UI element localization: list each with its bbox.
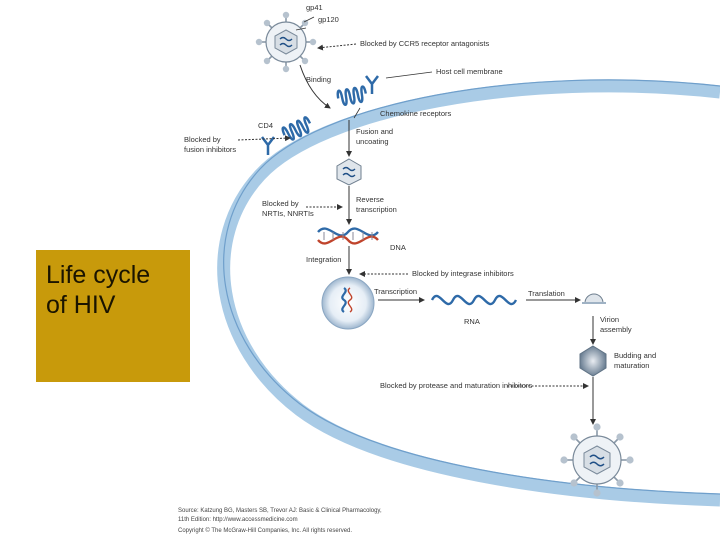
cd4-receptor <box>261 136 275 155</box>
label-integration: Integration <box>306 255 341 264</box>
label-transcription: Transcription <box>374 287 417 296</box>
label-budding-1: Budding and <box>614 351 656 360</box>
nucleus <box>321 276 375 330</box>
host-cell-membrane <box>217 79 720 507</box>
label-binding: Binding <box>306 75 331 84</box>
inhibitor-arrows <box>237 43 589 389</box>
label-fusion-1: Fusion and <box>356 127 393 136</box>
label-integrase-blocker: Blocked by integrase inhibitors <box>412 269 514 278</box>
label-rt-2: transcription <box>356 205 397 214</box>
label-ccr5-blocker: Blocked by CCR5 receptor antagonists <box>360 39 489 48</box>
label-fusion-2: uncoating <box>356 137 389 146</box>
slide-title-box: Life cycle of HIV <box>36 250 190 382</box>
label-rt-1: Reverse <box>356 195 384 204</box>
hiv-virion-bottom <box>560 423 634 497</box>
cd4-receptor-top <box>365 75 379 94</box>
label-fusion-blocker-2: fusion inhibitors <box>184 145 236 154</box>
slide-title-line-2: of HIV <box>46 291 116 319</box>
label-gp41: gp41 <box>306 3 323 12</box>
label-nrti-blocker-1: Blocked by <box>262 199 299 208</box>
label-budding-2: maturation <box>614 361 649 370</box>
label-virion-1: Virion <box>600 315 619 324</box>
label-dna: DNA <box>390 243 406 252</box>
label-chemokine: Chemokine receptors <box>380 109 452 118</box>
caption-line-1: Source: Katzung BG, Masters SB, Trevor A… <box>178 508 382 514</box>
label-gp120: gp120 <box>318 15 339 24</box>
label-virion-2: assembly <box>600 325 632 334</box>
caption-line-3: Copyright © The McGraw-Hill Companies, I… <box>178 527 352 534</box>
flow-arrows <box>299 64 596 425</box>
label-host-membrane: Host cell membrane <box>436 67 503 76</box>
dna-helix <box>317 227 379 245</box>
rna-strand <box>430 294 518 306</box>
slide-title-line-1: Life cycle <box>46 261 151 289</box>
label-nrti-blocker-2: NRTIs, NNRTIs <box>262 209 314 218</box>
caption-line-2: 11th Edition: http://www.accessmedicine.… <box>178 517 298 523</box>
viral-capsid <box>336 158 362 186</box>
virion-assembly <box>582 293 606 304</box>
chemokine-receptor-top <box>336 85 367 106</box>
label-rna: RNA <box>464 317 480 326</box>
label-protease-blocker: Blocked by protease and maturation inhib… <box>380 381 532 390</box>
label-fusion-blocker-1: Blocked by <box>184 135 221 144</box>
label-translation: Translation <box>528 289 565 298</box>
hiv-virion-top <box>255 11 317 73</box>
budding-virion <box>579 345 607 377</box>
label-cd4: CD4 <box>258 121 273 130</box>
